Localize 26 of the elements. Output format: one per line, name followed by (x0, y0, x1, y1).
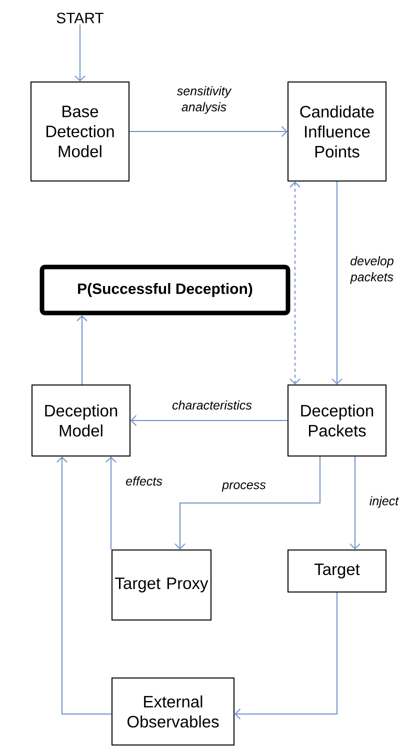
arrow (76, 315, 88, 385)
arrow (290, 182, 300, 384)
result-box: P(Successful Deception) (40, 264, 290, 316)
arrow (332, 181, 342, 384)
process-box: Target Proxy (112, 550, 212, 620)
process-box: Base Detection Model (30, 82, 130, 182)
arrow (174, 456, 320, 550)
arrow (350, 456, 360, 550)
arrow (129, 126, 288, 138)
process-box: Target (288, 550, 386, 592)
arrow (106, 456, 116, 550)
arrow (74, 24, 86, 82)
arrow (234, 592, 338, 720)
edge-label: sensitivity analysis (176, 86, 232, 114)
process-box: Deception Packets (288, 384, 386, 456)
process-box: External Observables (112, 678, 234, 746)
arrow (56, 456, 112, 714)
edge-label: inject (370, 496, 399, 508)
edge-label: effects (126, 476, 162, 486)
start-label: START (56, 12, 104, 24)
edge-label: characteristics (172, 400, 252, 410)
process-box: Deception Model (32, 384, 130, 456)
process-box: Candidate Influence Points (288, 82, 386, 182)
edge-label: develop packets (350, 256, 394, 284)
arrow (130, 415, 288, 426)
edge-label: process (222, 482, 266, 492)
